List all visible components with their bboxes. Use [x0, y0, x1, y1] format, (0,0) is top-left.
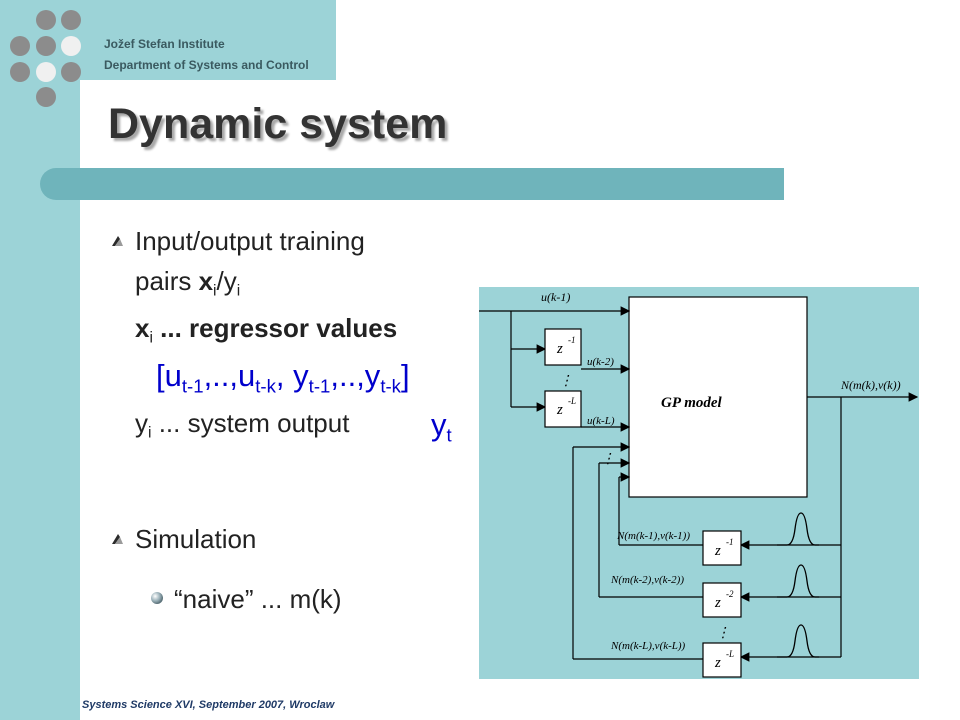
label-u-kL: u(k-L) [587, 415, 615, 427]
delay-block-zL [544, 390, 582, 428]
subscript-i: i [149, 329, 153, 347]
label-zb2: z [714, 595, 721, 611]
subscript-i: i [236, 282, 241, 300]
system-output-line: yi ... system output [135, 408, 350, 442]
pairs-text: pairs [135, 266, 199, 296]
output-yt: yt [431, 407, 452, 446]
y-symbol: y [135, 408, 148, 438]
yt-sub: t [446, 424, 452, 446]
regressor-text: ... regressor values [152, 313, 398, 343]
delay-block-bottom-zL [702, 642, 742, 678]
label-zb1: z [714, 543, 721, 559]
footer-text: Systems Science XVI, September 2007, Wro… [82, 699, 335, 711]
vertical-dots: ⋮ [559, 374, 573, 389]
decorative-dots [10, 10, 81, 107]
vec-part: ] [400, 358, 410, 393]
label-n-kL: N(m(k-L),v(k-L)) [610, 640, 686, 652]
vec-sub: t-1 [308, 375, 331, 397]
label-zbL: z [714, 655, 721, 671]
slash-y: /y [216, 266, 237, 296]
top-teal-band [0, 0, 336, 80]
gp-block-diagram: u(k-1) u(k-2) u(k-L) z -1 z -L ⋮ ⋮ ⋮ GP … [479, 287, 919, 679]
arrow-bullet-icon [112, 534, 123, 544]
delay-block-bottom-z1 [702, 530, 742, 566]
label-zbL-exp: -L [726, 649, 734, 659]
bullet-io-pairs-line1: Input/output training [135, 226, 365, 256]
left-teal-band [0, 0, 80, 720]
vec-sub: t-1 [181, 375, 204, 397]
x-symbol: x [198, 266, 214, 296]
label-u-k1: u(k-1) [541, 290, 570, 304]
vec-part: [u [156, 358, 182, 393]
subscript-i: i [213, 282, 217, 300]
institute-header: Jožef Stefan Institute Department of Sys… [104, 34, 309, 76]
vertical-dots: ⋮ [716, 626, 730, 641]
gaussian-icon [777, 624, 819, 658]
sphere-bullet-icon [151, 592, 163, 604]
block-diagram-svg: u(k-1) u(k-2) u(k-L) z -1 z -L ⋮ ⋮ ⋮ GP … [479, 290, 919, 678]
vec-sub: t-k [380, 375, 401, 397]
label-zL-exp: -L [568, 396, 576, 406]
label-z1-exp: -1 [568, 335, 576, 345]
label-u-k2: u(k-2) [587, 356, 614, 368]
vertical-dots: ⋮ [601, 452, 615, 467]
slide-title: Dynamic system [108, 100, 448, 148]
label-zb2-exp: -2 [726, 589, 734, 599]
delay-block-z1 [544, 328, 582, 366]
vec-part: ,..,u [203, 358, 256, 393]
bullet-simulation: Simulation [135, 524, 257, 554]
delay-block-bottom-z2 [702, 582, 742, 618]
label-zb1-exp: -1 [726, 537, 734, 547]
vec-sub: t-k [255, 375, 276, 397]
label-zL: z [556, 402, 563, 418]
sub-bullet-naive: “naive” ... m(k) [174, 584, 342, 614]
system-output-text: ... system output [151, 408, 350, 438]
yt-y: y [431, 407, 447, 442]
arrow-bullet-icon [112, 236, 123, 246]
label-n-k2: N(m(k-2),v(k-2)) [610, 574, 684, 586]
title-underline-bar [40, 168, 784, 200]
regressor-vector: [ut-1,..,ut-k, yt-1,..,yt-k] [156, 358, 410, 397]
subscript-i: i [148, 424, 152, 442]
label-n-k1: N(m(k-1),v(k-1)) [616, 530, 690, 542]
vec-part: ,..,y [330, 358, 381, 393]
vec-part: , y [275, 358, 309, 393]
institute-name: Jožef Stefan Institute [104, 37, 225, 51]
label-z1: z [556, 341, 563, 357]
bullet-io-pairs-line2: pairs xi/yi [135, 266, 241, 300]
label-output: N(m(k),v(k)) [840, 378, 901, 392]
gaussian-icon [777, 512, 819, 546]
x-symbol: x [135, 313, 150, 343]
regressor-line: xi ... regressor values [135, 313, 398, 347]
gaussian-icon [777, 564, 819, 598]
department-name: Department of Systems and Control [104, 58, 309, 72]
gp-model-label: GP model [661, 395, 723, 411]
